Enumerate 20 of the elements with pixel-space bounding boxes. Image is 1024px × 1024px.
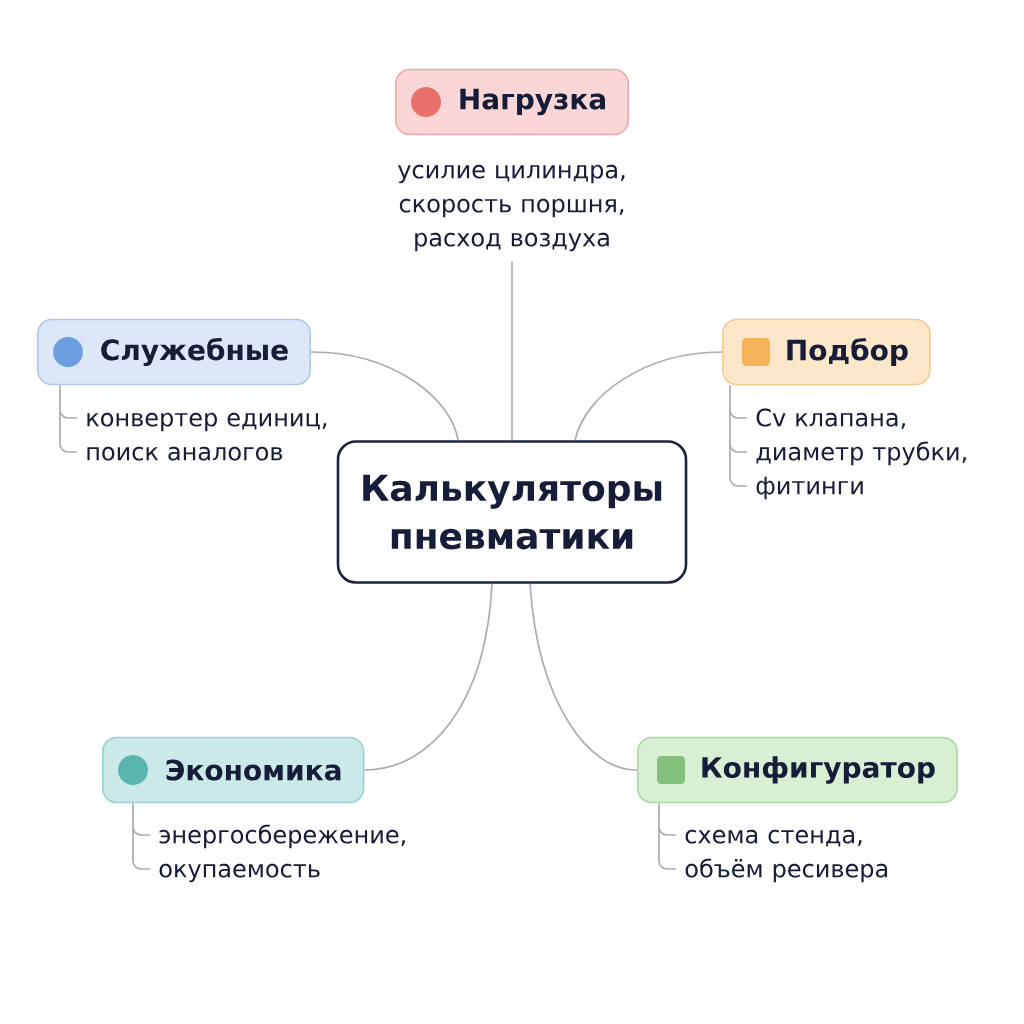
topic-box: Нагрузка: [395, 68, 630, 136]
detail-text: конвертер единиц, поиск аналогов: [87, 412, 327, 461]
detail-text: Cv клапана, диаметр трубки, фитинги: [756, 408, 966, 500]
detail-text: схема стенда, объём ресивера: [685, 829, 888, 883]
branch-line: [729, 384, 748, 487]
detail-text: усилие цилиндра, скорость поршня, расход воздуха: [398, 164, 625, 252]
topic-box: Подбор: [722, 318, 931, 386]
detail-text: энергосбережение, окупаемость: [159, 824, 405, 883]
connector-line: [529, 582, 638, 771]
branch-line: [658, 802, 677, 870]
connector-line: [511, 260, 513, 442]
topic-box: Служебные: [37, 318, 311, 386]
topic-box: Экономика: [102, 736, 365, 804]
connector-line: [363, 582, 493, 771]
connector-line: [310, 351, 459, 442]
topic-box: Конфигуратор: [637, 736, 958, 804]
central-box: Калькуляторы пневматики: [336, 440, 688, 584]
branch-line: [59, 384, 78, 453]
branch-line: [132, 802, 151, 870]
connector-line: [574, 351, 723, 442]
